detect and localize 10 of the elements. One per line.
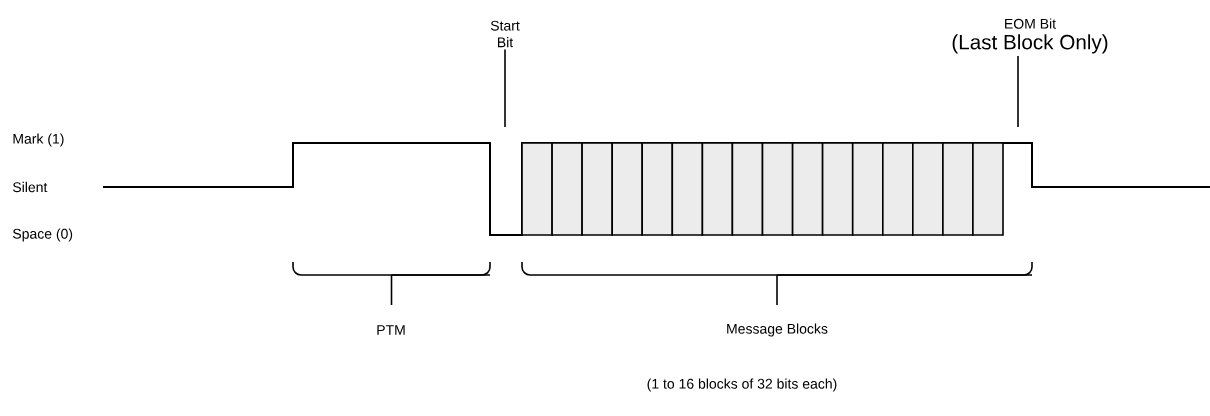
signal-label: Message Blocks <box>727 323 828 337</box>
bit-label: EOM Bit (Last Block Only) <box>952 18 1108 54</box>
signal-label: PTM <box>377 325 405 335</box>
leader-line <box>1017 55 1019 128</box>
signal-label: Silent <box>13 181 48 193</box>
leader-line <box>504 48 506 128</box>
signal-label: Mark (1) <box>13 133 64 147</box>
bit-label: Start Bit <box>490 20 520 48</box>
signal-label: (1 to 16 blocks of 32 bits each) <box>647 378 837 392</box>
signal-label: Space (0) <box>13 228 73 242</box>
